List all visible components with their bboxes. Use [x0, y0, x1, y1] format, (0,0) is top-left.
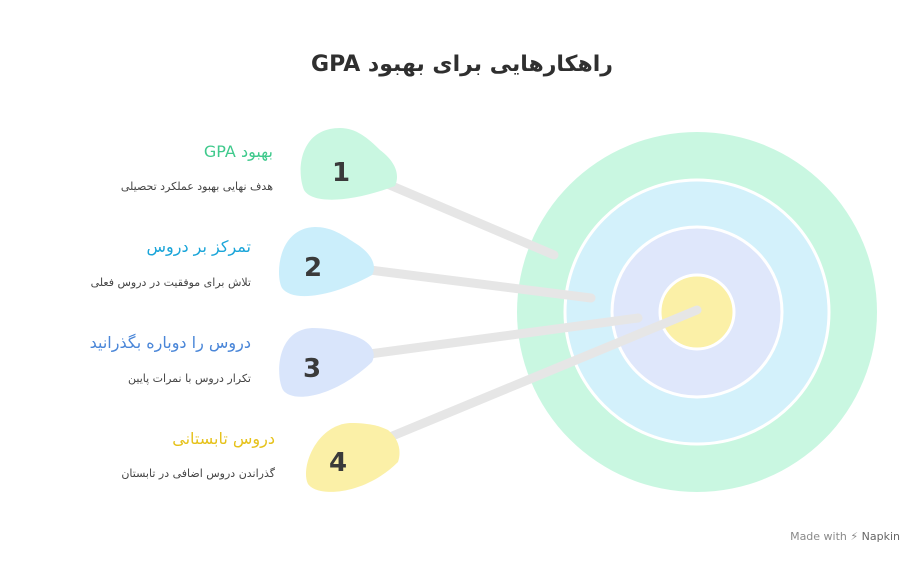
item-number-1: 1	[332, 158, 350, 188]
arrow-shaft-3	[357, 313, 643, 360]
item-desc-2: تلاش برای موفقیت در دروس فعلی	[90, 276, 251, 289]
napkin-watermark: Made with ⚡ Napkin	[790, 530, 900, 543]
item-number-4: 4	[329, 448, 347, 478]
arrow-head-2	[278, 227, 375, 297]
item-desc-4: گذراندن دروس اضافی در تابستان	[121, 467, 275, 480]
napkin-logo-icon: ⚡	[850, 530, 859, 543]
arrow-head-4	[305, 423, 400, 492]
arrow-head-1	[300, 128, 398, 200]
item-title-4: دروس تابستانی	[172, 429, 275, 448]
item-title-1: بهبود GPA	[203, 142, 273, 161]
item-desc-1: هدف نهایی بهبود عملکرد تحصیلی	[120, 180, 273, 193]
made-with-label: Made with	[790, 530, 847, 543]
page-title: GPA راهکارهایی برای بهبود	[311, 52, 613, 77]
arrow-shaft-2	[357, 264, 596, 303]
item-number-3: 3	[303, 354, 321, 384]
item-desc-3: تکرار دروس با نمرات پایین	[128, 372, 251, 385]
item-number-2: 2	[304, 253, 322, 283]
arrow-head-3	[279, 328, 374, 397]
arrow-shaft-4	[385, 305, 702, 442]
item-title-2: تمرکز بر دروس	[146, 237, 251, 256]
brand-name: Napkin	[861, 530, 900, 543]
arrow-shaft-1	[380, 178, 559, 260]
item-title-3: دروس را دوباره بگذرانید	[89, 333, 251, 352]
